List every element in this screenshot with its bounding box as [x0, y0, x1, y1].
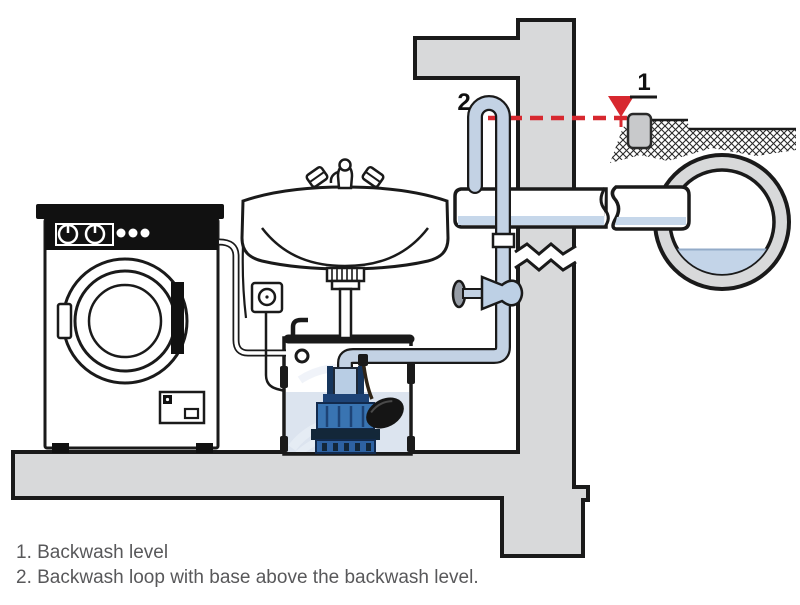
machine-top — [36, 204, 224, 219]
door-handle — [56, 302, 73, 340]
dial-knob — [57, 223, 79, 245]
sink-drain-pipe — [325, 266, 366, 340]
machine-foot — [52, 443, 69, 453]
building-structure — [11, 18, 590, 558]
label-2: 2 — [457, 89, 470, 116]
isolation-valve — [451, 232, 524, 311]
faucet-handle-left — [305, 166, 329, 188]
backwash-level-marker: 1 — [608, 69, 657, 127]
panel-button — [140, 228, 150, 238]
machine-foot — [196, 443, 213, 453]
legend: 1. Backwash level 2. Backwash loop with … — [16, 540, 479, 590]
faucet — [305, 158, 385, 190]
power-outlet — [250, 281, 284, 314]
drain-pipe-water — [458, 216, 605, 225]
door-latch-strip — [171, 282, 184, 354]
pipe-break-left — [599, 187, 610, 229]
legend-item-2: 2. Backwash loop with base above the bac… — [16, 567, 479, 588]
label-1: 1 — [637, 69, 650, 96]
ground-block — [626, 112, 653, 150]
panel-button — [116, 228, 126, 238]
masonry-wall-floor — [11, 18, 590, 558]
dial-knob — [84, 223, 106, 245]
cable-gland — [290, 317, 308, 338]
washing-machine — [36, 204, 224, 453]
legend-item-1: 1. Backwash level — [16, 542, 169, 563]
float-switch — [366, 397, 404, 429]
wall-break-symbol — [514, 242, 577, 272]
power-cord — [264, 312, 286, 393]
submersible-pump — [311, 354, 404, 454]
connections — [218, 238, 286, 393]
faucet-handle-right — [361, 166, 385, 188]
valve-body — [480, 275, 524, 311]
pipe-union — [491, 232, 516, 249]
riser-backwash-loop — [337, 95, 511, 380]
basin — [240, 185, 450, 271]
bowl-curve — [261, 227, 429, 268]
sink — [240, 158, 450, 340]
pump-body — [316, 402, 375, 430]
drain-pipe-water-2 — [615, 217, 686, 225]
level-triangle-icon — [608, 96, 634, 117]
pump-neck — [333, 367, 358, 397]
gravity-drain-pipe — [453, 185, 691, 231]
ground-hatch — [610, 118, 796, 163]
door-glass — [87, 283, 163, 359]
panel-button — [128, 228, 138, 238]
